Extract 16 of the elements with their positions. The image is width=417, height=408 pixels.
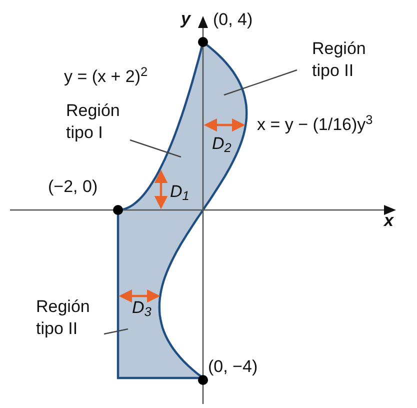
leader-line (224, 69, 298, 96)
region-label: D$_{3}$ (132, 299, 152, 316)
leader-line (104, 328, 128, 335)
point-label: (0, 4) (213, 11, 253, 28)
leader-line (130, 139, 182, 158)
region-label: D$_{1}$ (170, 183, 190, 200)
region-label: Región tipo I (66, 100, 121, 144)
point-label: (0, −4) (208, 358, 258, 375)
region-label: Región tipo II (36, 296, 91, 340)
equation-label: y = (x + 2)$^{2}$ (64, 68, 148, 85)
region-label: Región tipo II (312, 38, 367, 82)
axis-label: y (181, 10, 190, 27)
region-label: D$_{2}$ (212, 135, 232, 152)
point-label: (−2, 0) (48, 178, 98, 195)
axis-label: x (384, 212, 394, 229)
equation-label: x = y − (1/16)y$^{3}$ (257, 116, 373, 133)
